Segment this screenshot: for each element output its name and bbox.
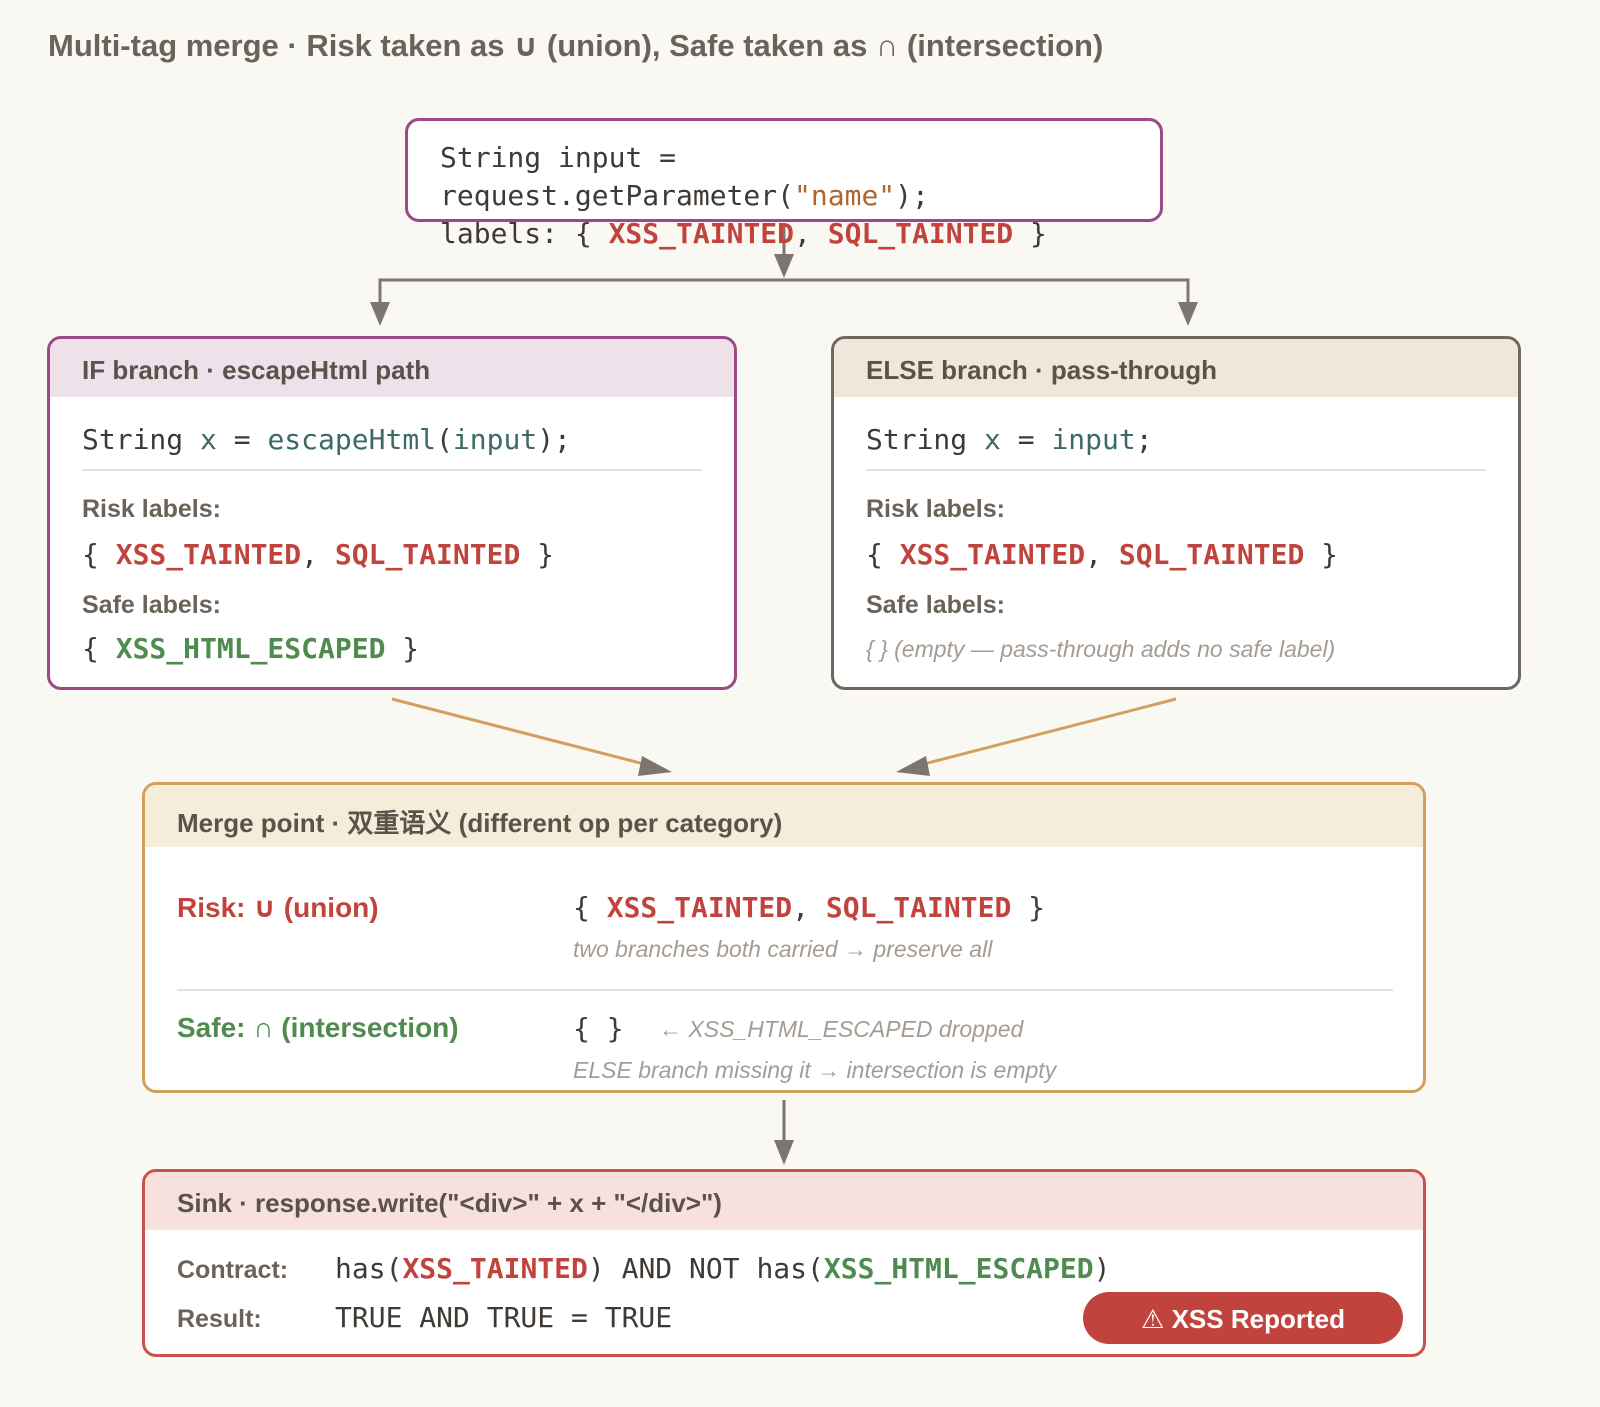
code-type: String: [866, 423, 985, 456]
code-var: x: [984, 423, 1001, 456]
tag-sql-tainted: SQL_TAINTED: [1118, 538, 1305, 571]
code-eq: =: [216, 423, 268, 456]
tag-xss-html-escaped: XSS_HTML_ESCAPED: [823, 1252, 1094, 1285]
merge-risk-note: two branches both carried → preserve all: [573, 936, 993, 962]
set-close: }: [1011, 891, 1046, 924]
else-branch-box: ELSE branch · pass-through String x = in…: [831, 336, 1521, 690]
merge-safe-set: { }: [573, 1012, 624, 1045]
if-risk-set: { XSS_TAINTED, SQL_TAINTED }: [82, 538, 702, 571]
tag-xss-tainted: XSS_TAINTED: [899, 538, 1086, 571]
if-branch-box: IF branch · escapeHtml path String x = e…: [47, 336, 737, 690]
merge-header: Merge point · 双重语义 (different op per cat…: [145, 785, 1423, 847]
contract-has: has(: [335, 1252, 403, 1285]
code-type: String: [82, 423, 201, 456]
source-tag-xss: XSS_TAINTED: [608, 217, 795, 250]
merge-box: Merge point · 双重语义 (different op per cat…: [142, 782, 1426, 1093]
source-code-end: );: [895, 179, 929, 212]
divider: [866, 469, 1486, 471]
set-sep: ,: [1085, 538, 1119, 571]
result-label: Result:: [177, 1305, 262, 1333]
merge-safe-note: ELSE branch missing it → intersection is…: [573, 1057, 1057, 1083]
diagram-title: Multi-tag merge · Risk taken as ∪ (union…: [48, 28, 1104, 63]
xss-reported-badge: ⚠ XSS Reported: [1083, 1292, 1403, 1344]
code-var: x: [200, 423, 217, 456]
split-line: [378, 278, 1190, 304]
else-to-merge-arrowhead: [896, 756, 930, 776]
contract-expression: has(XSS_TAINTED) AND NOT has(XSS_HTML_ES…: [335, 1252, 1110, 1285]
if-branch-header: IF branch · escapeHtml path: [50, 339, 734, 397]
source-line-1: String input = request.getParameter("nam…: [440, 139, 1160, 215]
source-sep: ,: [794, 217, 828, 250]
set-open: {: [866, 538, 900, 571]
set-close: }: [385, 632, 420, 665]
tag-xss-tainted: XSS_TAINTED: [115, 538, 302, 571]
code-paren: (: [436, 423, 453, 456]
contract-and-not: ) AND NOT has(: [587, 1252, 824, 1285]
set-close: }: [520, 538, 555, 571]
source-labels-open: labels: {: [440, 217, 609, 250]
tag-sql-tainted: SQL_TAINTED: [334, 538, 521, 571]
else-arrowhead: [1178, 302, 1198, 326]
if-to-merge-line: [391, 697, 649, 767]
set-open: {: [82, 538, 116, 571]
source-box: String input = request.getParameter("nam…: [405, 118, 1163, 250]
divider: [82, 469, 702, 471]
result-expression: TRUE AND TRUE = TRUE: [335, 1301, 673, 1334]
code-arg: input: [452, 423, 538, 456]
set-open: {: [573, 891, 607, 924]
sink-header: Sink · response.write("<div>" + x + "</d…: [145, 1172, 1423, 1230]
set-open: {: [82, 632, 116, 665]
if-safe-set: { XSS_HTML_ESCAPED }: [82, 632, 702, 665]
code-end: );: [537, 423, 571, 456]
else-safe-label: Safe labels:: [866, 591, 1005, 619]
source-code: String input = request.getParameter(: [440, 141, 795, 212]
sink-box: Sink · response.write("<div>" + x + "</d…: [142, 1169, 1426, 1357]
else-to-merge-line: [919, 697, 1177, 767]
code-eq: =: [1000, 423, 1052, 456]
else-branch-header: ELSE branch · pass-through: [834, 339, 1518, 397]
source-line-2: labels: { XSS_TAINTED, SQL_TAINTED }: [440, 215, 1160, 253]
else-risk-label: Risk labels:: [866, 495, 1005, 523]
if-arrowhead: [370, 302, 390, 326]
merge-safe-dropped: ← XSS_HTML_ESCAPED dropped: [659, 1016, 1024, 1042]
merge-risk-set: { XSS_TAINTED, SQL_TAINTED }: [573, 891, 1045, 924]
merge-safe-title: Safe: ∩ (intersection): [177, 1012, 459, 1043]
code-fn: escapeHtml: [267, 423, 437, 456]
merge-risk-title: Risk: ∪ (union): [177, 892, 379, 923]
else-branch-code: String x = input;: [866, 423, 1486, 469]
code-arg: input: [1051, 423, 1136, 456]
set-sep: ,: [301, 538, 335, 571]
source-tag-sql: SQL_TAINTED: [827, 217, 1014, 250]
if-branch-code: String x = escapeHtml(input);: [82, 423, 702, 469]
code-end: ;: [1135, 423, 1153, 456]
tag-xss-html-escaped: XSS_HTML_ESCAPED: [115, 632, 386, 665]
if-to-merge-arrowhead: [638, 756, 672, 776]
else-safe-note: { } (empty — pass-through adds no safe l…: [866, 636, 1336, 662]
source-down-arrowhead: [774, 254, 794, 278]
merge-divider: [177, 989, 1393, 991]
source-string-literal: "name": [794, 179, 896, 212]
else-risk-set: { XSS_TAINTED, SQL_TAINTED }: [866, 538, 1486, 571]
set-sep: ,: [792, 891, 826, 924]
contract-label: Contract:: [177, 1256, 289, 1284]
if-risk-label: Risk labels:: [82, 495, 221, 523]
tag-sql-tainted: SQL_TAINTED: [825, 891, 1012, 924]
set-close: }: [1304, 538, 1339, 571]
tag-xss-tainted: XSS_TAINTED: [606, 891, 793, 924]
source-labels-close: }: [1013, 217, 1047, 250]
contract-close: ): [1093, 1252, 1111, 1285]
tag-xss-tainted: XSS_TAINTED: [402, 1252, 588, 1285]
if-safe-label: Safe labels:: [82, 591, 221, 619]
merge-to-sink-arrowhead: [774, 1140, 794, 1165]
